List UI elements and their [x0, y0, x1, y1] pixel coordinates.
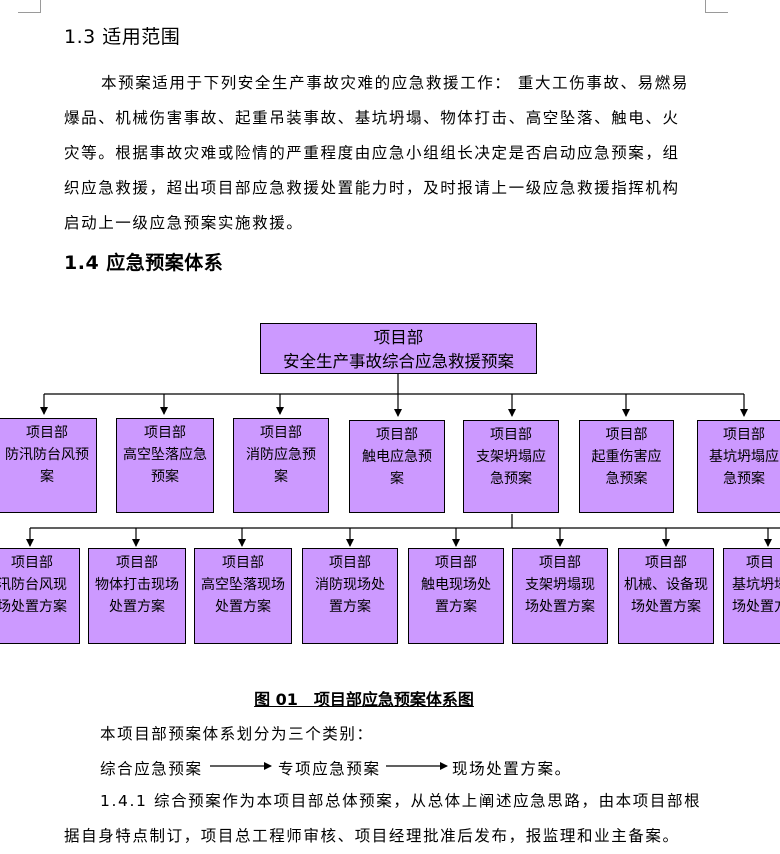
scope-line-2: 爆品、机械伤害事故、起重吊装事故、基坑坍塌、物体打击、高空坠落、触电、火 — [64, 109, 680, 127]
paragraph-1-4-1: 1.4.1 综合预案作为本项目部总体预案，从总体上阐述应急思路，由本项目部根 据… — [64, 784, 714, 854]
box-text: 场处置方 — [732, 599, 780, 615]
flow-item-onsite: 现场处置方案。 — [452, 760, 572, 778]
page-corner-mark-right — [705, 0, 728, 13]
box-text: 项目部 — [116, 555, 158, 571]
box-text: 汛防台风现 — [0, 577, 67, 593]
box-text: 处置方案 — [215, 599, 271, 615]
chart-box-level3-3: 项目部 高空坠落现场 处置方案 — [194, 548, 292, 644]
chart-box-level2-1: 项目部 防汛防台风预 案 — [0, 418, 97, 513]
chart-box-level3-1: 项目部 汛防台风现 场处置方案 — [0, 548, 80, 644]
chart-box-level3-6: 项目部 支架坍塌现 场处置方案 — [512, 548, 608, 644]
flow-item-comprehensive: 综合应急预案 — [100, 760, 203, 778]
chart-box-level3-7: 项目部 机械、设备现 场处置方案 — [618, 548, 714, 644]
box-text: 案 — [274, 469, 288, 485]
box-text: 项目部 — [144, 425, 186, 441]
box-text: 急预案 — [605, 471, 648, 487]
box-text: 消防现场处 — [315, 577, 385, 593]
box-text: 触电应急预 — [362, 449, 432, 465]
box-text: 项目部 — [645, 555, 687, 571]
chart-box-level2-4: 项目部 触电应急预 案 — [349, 420, 445, 513]
paragraph-1-4-1-line-2: 据自身特点制订，项目总工程师审核、项目经理批准后发布，报监理和业主备案。 — [64, 827, 680, 845]
box-text: 起重伤害应 — [591, 449, 662, 465]
chart-box-level2-5: 项目部 支架坍塌应 急预案 — [463, 420, 559, 513]
box-text: 项目部 — [26, 425, 68, 441]
chart-box-level2-3: 项目部 消防应急预 案 — [233, 418, 329, 513]
chart-box-top: 项目部 安全生产事故综合应急救援预案 — [260, 323, 537, 374]
box-text: 机械、设备现 — [624, 577, 708, 593]
box-text: 项目部 — [11, 555, 53, 571]
box-text: 项目部 — [605, 427, 648, 443]
chart-box-level3-5: 项目部 触电现场处 置方案 — [408, 548, 504, 644]
box-text: 项目部 — [539, 555, 581, 571]
box-text: 基坑坍塌应 — [709, 449, 779, 465]
box-text: 置方案 — [435, 599, 477, 615]
box-text: 高空坠落应急 — [123, 447, 207, 463]
box-text: 消防应急预 — [246, 447, 316, 463]
flow-item-special: 专项应急预案 — [278, 760, 381, 778]
box-text: 基坑坍塌 — [732, 577, 780, 593]
section-heading-1-3: 1.3 适用范围 — [64, 26, 181, 48]
scope-line-1: 本预案适用于下列安全生产事故灾难的应急救援工作： 重大工伤事故、易燃易 — [101, 74, 689, 92]
scope-paragraph: 本预案适用于下列安全生产事故灾难的应急救援工作： 重大工伤事故、易燃易 爆品、机… — [64, 66, 714, 241]
scope-line-4: 织应急救援，超出项目部应急救援处置能力时，及时报请上一级应急救援指挥机构 — [64, 179, 680, 197]
box-text: 项目部 — [260, 425, 302, 441]
box-text: 高空坠落现场 — [201, 577, 285, 593]
box-text: 项目 — [746, 555, 774, 571]
box-text: 防汛防台风预 — [5, 447, 89, 463]
box-text: 场处置方案 — [525, 599, 595, 615]
box-text: 支架坍塌现 — [525, 577, 595, 593]
box-text: 物体打击现场 — [95, 577, 179, 593]
chart-box-top-line-1: 项目部 — [373, 328, 424, 347]
scope-line-5: 启动上一级应急预案实施救援。 — [64, 214, 304, 232]
paragraph-1-4-1-line-1: 1.4.1 综合预案作为本项目部总体预案，从总体上阐述应急思路，由本项目部根 — [100, 792, 702, 810]
box-text: 处置方案 — [109, 599, 165, 615]
box-text: 预案 — [151, 469, 179, 485]
chart-box-level2-7: 项目部 基坑坍塌应 急预案 — [697, 420, 780, 513]
box-text: 项目部 — [329, 555, 371, 571]
chart-box-level2-2: 项目部 高空坠落应急 预案 — [116, 418, 214, 513]
box-text: 场处置方案 — [631, 599, 701, 615]
box-text: 项目部 — [222, 555, 264, 571]
page-corner-mark-left — [18, 0, 41, 13]
box-text: 项目部 — [490, 427, 532, 443]
intro-line: 本项目部预案体系划分为三个类别： — [100, 725, 374, 743]
box-text: 触电现场处 — [421, 577, 491, 593]
chart-box-level3-4: 项目部 消防现场处 置方案 — [302, 548, 398, 644]
box-text: 急预案 — [490, 471, 532, 487]
box-text: 项目部 — [723, 427, 765, 443]
box-text: 急预案 — [723, 471, 765, 487]
chart-box-level3-8: 项目 基坑坍塌 场处置方 — [723, 548, 780, 644]
box-text: 置方案 — [329, 599, 371, 615]
section-heading-1-4: 1.4 应急预案体系 — [64, 252, 224, 274]
scope-line-3: 灾等。根据事故灾难或险情的严重程度由应急小组组长决定是否启动应急预案，组 — [64, 144, 680, 162]
chart-box-level2-6: 项目部 起重伤害应 急预案 — [579, 420, 674, 513]
box-text: 案 — [390, 471, 404, 487]
chart-box-top-line-2: 安全生产事故综合应急救援预案 — [283, 352, 514, 371]
box-text: 场处置方案 — [0, 599, 67, 615]
box-text: 项目部 — [376, 427, 418, 443]
box-text: 案 — [40, 469, 54, 485]
box-text: 项目部 — [435, 555, 477, 571]
chart-box-level3-2: 项目部 物体打击现场 处置方案 — [88, 548, 186, 644]
box-text: 支架坍塌应 — [476, 449, 546, 465]
figure-caption: 图 01 项目部应急预案体系图 — [254, 690, 474, 709]
